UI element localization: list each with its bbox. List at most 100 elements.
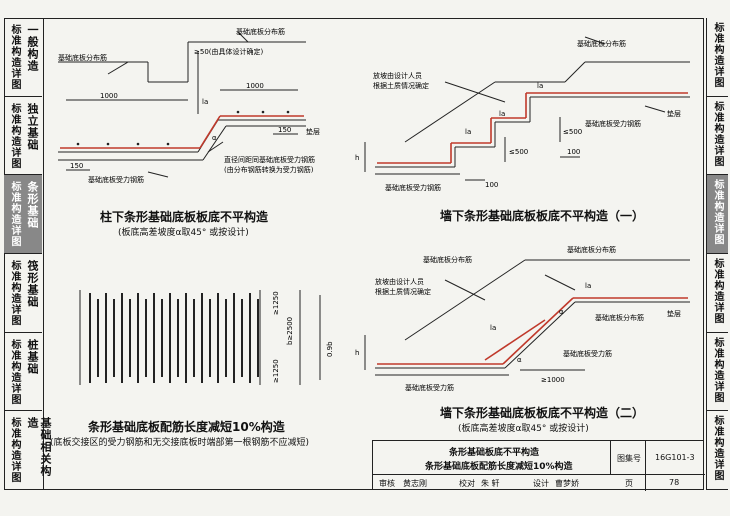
fig1-dim-50: ≥50(由具体设计确定) <box>194 47 264 56</box>
right-nav-item-2[interactable]: 标准构造详图 <box>707 175 728 254</box>
left-nav-label: 筏形基础 <box>26 260 39 308</box>
design-name: 曹梦娇 <box>555 479 579 488</box>
left-nav: 一般构造标准构造详图独立基础标准构造详图条形基础标准构造详图筏形基础标准构造详图… <box>4 18 52 490</box>
fig2-main-bar-right: 基础底板受力钢筋 <box>585 119 641 128</box>
fig1-dist-bar-left: 基础底板分布筋 <box>58 53 107 62</box>
fig3-drawing: ≥1250 b≥2500 ≥1250 0.9b <box>79 290 334 385</box>
title-block: 条形基础板底不平构造 条形基础底板配筋长度减短10%构造 图集号 16G101-… <box>372 440 705 491</box>
page-label: 页 <box>625 479 633 488</box>
fig2-main-bar-left: 基础底板受力钢筋 <box>385 183 441 192</box>
left-nav-sub: 标准构造详图 <box>9 24 20 90</box>
check-label: 校对 <box>459 479 475 488</box>
fig2-dist-bar: 基础底板分布筋 <box>577 39 626 48</box>
fig4-alpha-b: α <box>559 308 564 316</box>
left-nav-label: 独立基础 <box>26 102 39 151</box>
right-nav-item-5[interactable]: 标准构造详图 <box>707 411 728 490</box>
fig3-title: 条形基础底板配筋长度减短10%构造 <box>88 420 285 434</box>
fig4-la-a: la <box>490 324 496 332</box>
page-no: 78 <box>669 478 680 487</box>
fig3-dim-b: b≥2500 <box>286 317 294 345</box>
fig2-cushion: 垫层 <box>667 109 681 118</box>
fig3-subtitle: (底板交接区的受力钢筋和无交接底板时端部第一根钢筋不应减短) <box>50 438 310 448</box>
right-nav-item-3[interactable]: 标准构造详图 <box>707 254 728 333</box>
left-nav-item-5[interactable]: 基础相关构造标准构造详图 <box>4 411 52 490</box>
left-nav-item-1[interactable]: 独立基础标准构造详图 <box>4 97 42 176</box>
atlas-label: 图集号 <box>617 454 641 463</box>
fig1-dim-150-left: 150 <box>70 162 83 170</box>
fig4-cushion: 垫层 <box>667 309 681 318</box>
left-nav-item-0[interactable]: 一般构造标准构造详图 <box>4 18 42 97</box>
fig4-dist-bar-top: 基础底板分布筋 <box>567 245 616 254</box>
review-label: 审核 <box>379 479 395 488</box>
fig3-dim-09b: 0.9b <box>326 341 334 357</box>
right-nav-item-4[interactable]: 标准构造详图 <box>707 333 728 412</box>
fig1-note2: (由分布钢筋转换为受力钢筋) <box>224 165 314 174</box>
fig4-la-b: la <box>585 282 591 290</box>
sheet-frame <box>4 18 704 490</box>
left-nav-item-2[interactable]: 条形基础标准构造详图 <box>4 175 42 254</box>
fig2-slope-note1: 放坡由设计人员 <box>373 71 422 80</box>
atlas-no: 16G101-3 <box>655 453 695 462</box>
right-nav-item-1[interactable]: 标准构造详图 <box>707 97 728 176</box>
left-nav-sub: 标准构造详图 <box>9 417 20 484</box>
right-nav-item-0[interactable]: 标准构造详图 <box>707 18 728 97</box>
title-line1: 条形基础板底不平构造 <box>449 448 540 458</box>
fig1-subtitle: (板底高差坡度α取45° 或按设计) <box>118 228 249 238</box>
fig2-title: 墙下条形基础底板板底不平构造（一） <box>440 209 645 223</box>
left-nav-item-3[interactable]: 筏形基础标准构造详图 <box>4 254 42 333</box>
left-nav-label: 一般构造 <box>26 24 39 72</box>
right-nav-label: 标准构造详图 <box>712 258 723 324</box>
fig2-dim-100-b: 100 <box>567 148 580 156</box>
right-nav-label: 标准构造详图 <box>712 22 723 88</box>
right-nav-label: 标准构造详图 <box>712 179 723 246</box>
design-label: 设计 <box>533 479 549 488</box>
title-line2: 条形基础底板配筋长度减短10%构造 <box>425 462 573 472</box>
fig2-la-b: la <box>499 110 505 118</box>
fig4-dist-bar-mid: 基础底板分布筋 <box>423 255 472 264</box>
fig4-slope-note2: 根据土质情况确定 <box>375 287 431 296</box>
fig2-h: h <box>355 154 359 162</box>
right-nav-label: 标准构造详图 <box>712 415 723 482</box>
fig4-title: 墙下条形基础底板板底不平构造（二） <box>440 406 645 420</box>
fig2-la-a: la <box>465 128 471 136</box>
fig2-dim-500-a: ≤500 <box>563 128 582 136</box>
fig2-slope-note2: 根据土质情况确定 <box>373 81 429 90</box>
left-nav-item-4[interactable]: 桩基础标准构造详图 <box>4 333 42 412</box>
fig4-slope-note1: 放坡由设计人员 <box>375 277 424 286</box>
fig1-alpha: α <box>212 134 217 142</box>
review-name: 黄志刚 <box>403 479 427 488</box>
fig3-dim-1250-top: ≥1250 <box>272 291 280 315</box>
left-nav-label: 条形基础 <box>26 181 39 230</box>
right-nav: 标准构造详图标准构造详图标准构造详图标准构造详图标准构造详图标准构造详图 <box>706 18 728 490</box>
check-name: 朱 轩 <box>481 479 500 488</box>
fig1-drawing: 基础底板分布筋 基础底板分布筋 ≥50(由具体设计确定) 1000 1000 l… <box>58 27 320 184</box>
fig1-dim-1000-right: 1000 <box>246 82 264 90</box>
fig1-dist-bar-right: 基础底板分布筋 <box>236 27 285 36</box>
left-nav-sub: 标准构造详图 <box>9 260 20 326</box>
fig4-main-bar-mid: 基础底板受力筋 <box>563 349 612 358</box>
left-nav-label: 桩基础 <box>26 338 39 375</box>
left-nav-sub: 标准构造详图 <box>9 102 20 169</box>
fig1-dim-150-right: 150 <box>278 126 291 134</box>
right-nav-label: 标准构造详图 <box>712 100 723 167</box>
fig1-cushion: 垫层 <box>306 127 320 136</box>
fig4-alpha-a: α <box>517 356 522 364</box>
fig1-main-bar: 基础底板受力钢筋 <box>88 175 144 184</box>
right-nav-label: 标准构造详图 <box>712 336 723 403</box>
fig2-dim-500-b: ≤500 <box>509 148 528 156</box>
fig2-la-c: la <box>537 82 543 90</box>
fig3-dim-1250-bottom: ≥1250 <box>272 359 280 383</box>
left-nav-sub: 标准构造详图 <box>9 338 20 405</box>
fig1-note1: 直径间距同基础底板受力钢筋 <box>224 155 315 164</box>
fig4-dist-bar-right: 基础底板分布筋 <box>595 313 644 322</box>
fig4-h: h <box>355 349 359 357</box>
fig4-drawing: 基础底板分布筋 基础底板分布筋 基础底板分布筋 放坡由设计人员 根据土质情况确定… <box>355 245 690 392</box>
fig2-dim-100-a: 100 <box>485 181 498 189</box>
fig2-drawing: 基础底板分布筋 放坡由设计人员 根据土质情况确定 la la la ≤500 ≤… <box>355 36 690 192</box>
fig1-la: la <box>202 98 208 106</box>
fig4-subtitle: (板底高差坡度α取45° 或按设计) <box>458 424 589 434</box>
fig1-dim-1000-left: 1000 <box>100 92 118 100</box>
left-nav-sub: 标准构造详图 <box>9 181 20 248</box>
fig4-dim-1000: ≥1000 <box>541 376 565 384</box>
